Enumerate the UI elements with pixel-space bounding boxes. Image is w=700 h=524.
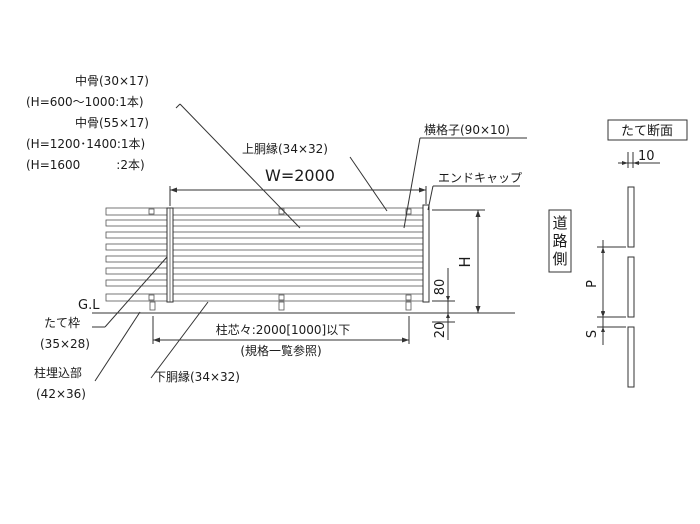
horizontal-lattice-label: 横格子(90×10) bbox=[424, 122, 510, 137]
section-title: たて断面 bbox=[621, 124, 673, 139]
posts bbox=[148, 204, 430, 311]
mid-frame-2-note-a: (H=1200･1400:1本) bbox=[26, 137, 145, 151]
post-pitch-note: (規格一覧参照) bbox=[240, 343, 321, 358]
mid-frame-2-label: 中骨(55×17) bbox=[75, 115, 149, 130]
dim-20: 20 bbox=[433, 322, 448, 339]
post-pitch-dimension: 柱芯々:2000[1000]以下 (規格一覧参照) bbox=[152, 316, 410, 358]
gap-S: S bbox=[585, 330, 600, 338]
pitch-P: P bbox=[585, 280, 600, 288]
slat bbox=[105, 219, 429, 227]
post-right bbox=[422, 204, 430, 303]
post-embed-right bbox=[405, 301, 412, 311]
slat bbox=[105, 243, 429, 251]
mid-frame-1-label: 中骨(30×17) bbox=[75, 73, 149, 88]
upper-frame-label: 上胴縁(34×32) bbox=[242, 141, 328, 156]
road-side-char-2: 路 bbox=[552, 232, 567, 250]
width-label: W=2000 bbox=[265, 166, 335, 185]
mid-frame-2-note-b: (H=1600 :2本) bbox=[26, 158, 145, 172]
vertical-section: たて断面 10 道 路 側 P S bbox=[548, 119, 688, 388]
section-bar bbox=[627, 256, 635, 318]
height-dimension: H 80 20 bbox=[432, 209, 485, 340]
slat bbox=[105, 279, 429, 287]
ground-line-label: G.L bbox=[78, 298, 100, 313]
section-bar bbox=[627, 186, 635, 248]
section-bar bbox=[627, 326, 635, 388]
slat bbox=[105, 231, 429, 239]
post-embed-size: (42×36) bbox=[36, 387, 86, 401]
post-label: たて枠 bbox=[44, 316, 80, 330]
height-label: H bbox=[456, 256, 474, 267]
section-title-box bbox=[607, 119, 688, 141]
slat bbox=[105, 255, 429, 263]
section-thickness: 10 bbox=[638, 149, 655, 164]
mid-frame-1-note: (H=600～1000:1本) bbox=[26, 95, 144, 109]
width-dimension: W=2000 bbox=[169, 166, 427, 206]
road-side-char-1: 道 bbox=[552, 214, 567, 232]
post-size: (35×28) bbox=[40, 337, 90, 351]
horizontal-slats bbox=[105, 207, 429, 302]
lower-frame-label: 下胴縁(34×32) bbox=[154, 369, 240, 384]
end-cap-label: エンドキャップ bbox=[438, 171, 522, 185]
road-side-char-3: 側 bbox=[552, 250, 567, 268]
dim-80: 80 bbox=[433, 279, 448, 296]
leader-lines bbox=[92, 103, 527, 382]
post-embed-left bbox=[149, 301, 156, 311]
post-pitch-label: 柱芯々:2000[1000]以下 bbox=[216, 322, 351, 337]
post-embed-mid bbox=[278, 301, 285, 311]
post-embed-label: 柱埋込部 bbox=[34, 365, 82, 380]
